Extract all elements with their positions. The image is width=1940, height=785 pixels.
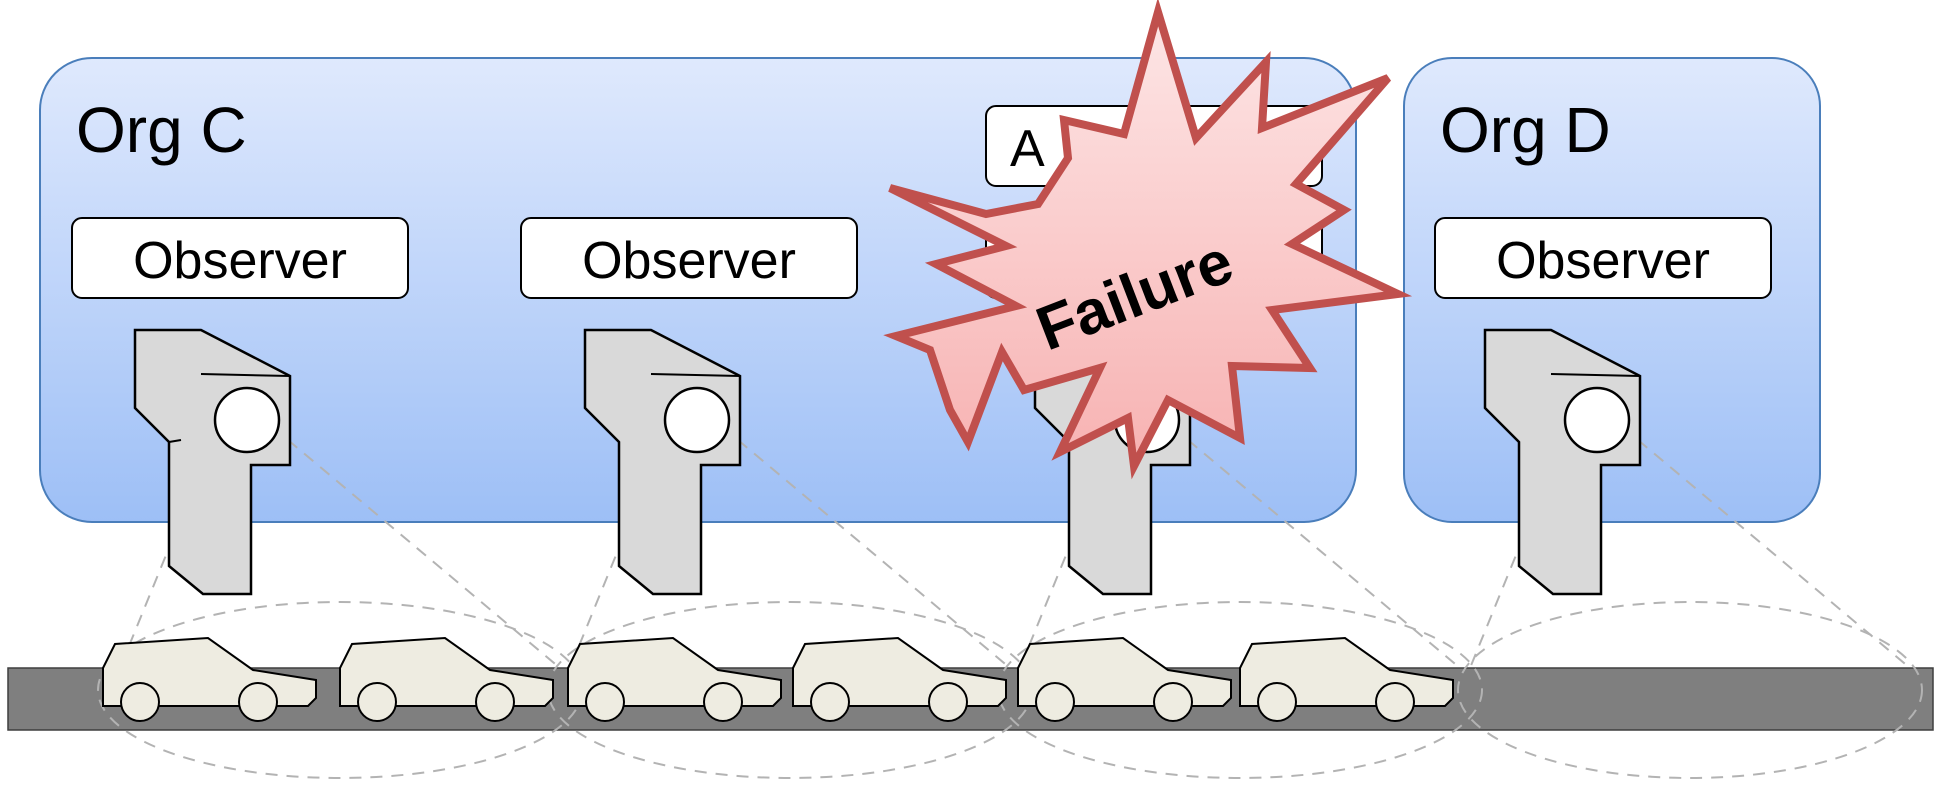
camera-4-edge [1550,373,1641,377]
camera-2-lens-icon [663,386,731,454]
camera-4-lens-icon [1563,386,1631,454]
car-3-icon [567,636,782,722]
observer-4: Observer [1434,217,1772,299]
observer-4-box [1434,217,1772,299]
failure-burst-icon [883,0,1413,480]
camera-2-edge [650,373,741,377]
camera-1-crease [168,439,182,443]
car-5-icon [1017,636,1232,722]
car-2-icon [339,636,554,722]
car-1-icon [102,636,317,722]
fov-line-4b [1637,439,1911,669]
observer-2-box [520,217,858,299]
camera-1-edge [200,373,291,377]
camera-1-lens-icon [213,386,281,454]
coverage-ellipse-4 [1457,601,1923,779]
failure-burst: Failure [883,0,1413,480]
car-6-icon [1239,636,1454,722]
observer-4-label: Observer [1496,232,1710,290]
camera-4 [1483,328,1642,596]
observer-2-label: Observer [582,232,796,290]
observer-1: Observer [71,217,409,299]
camera-2 [583,328,742,596]
observer-1-box [71,217,409,299]
car-4-icon [792,636,1007,722]
observer-3-label: A [1010,120,1045,178]
org-d-label: Org D [1440,94,1611,166]
org-c-label: Org C [76,94,247,166]
observer-1-label: Observer [133,232,347,290]
observer-2: Observer [520,217,858,299]
cars [102,636,1454,722]
camera-1 [133,328,292,596]
